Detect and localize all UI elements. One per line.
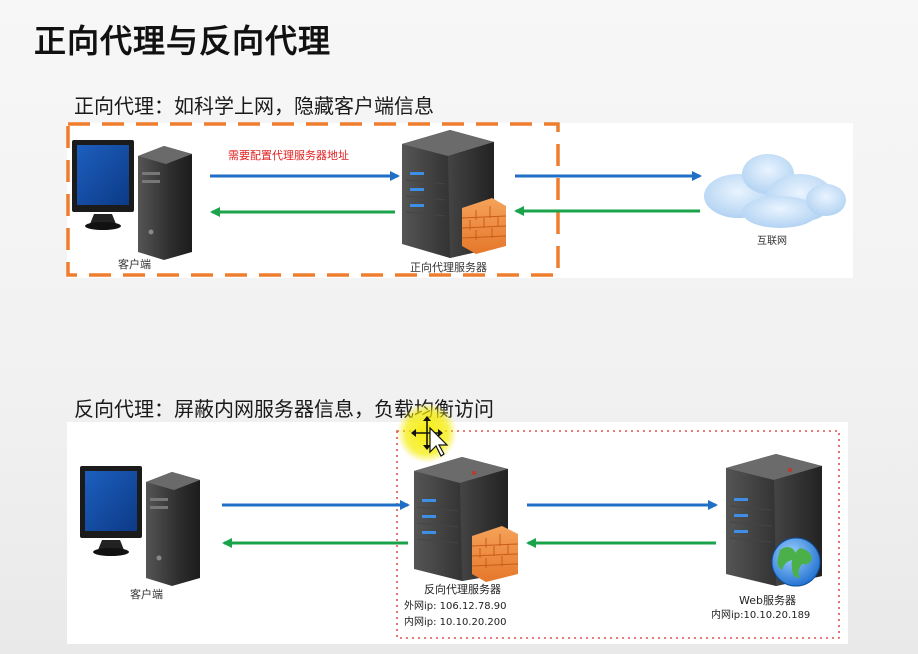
internet-cloud-icon — [704, 154, 846, 228]
reverse-firewall-icon — [471, 526, 519, 582]
reverse-proxy-internal-ip: 内网ip: 10.10.20.200 — [404, 615, 506, 628]
web-server-internal-ip: 内网ip:10.10.20.189 — [711, 608, 810, 621]
forward-proxy-boundary — [66, 122, 560, 277]
forward-proxy-label: 正向代理服务器 — [410, 260, 487, 274]
slide-title: 正向代理与反向代理 — [34, 22, 332, 60]
web-server-label: Web服务器 — [739, 594, 796, 607]
reverse-proxy-boundary — [396, 430, 840, 639]
internet-label: 互联网 — [757, 235, 787, 247]
forward-firewall-icon — [461, 198, 507, 254]
move-cursor-icon — [397, 403, 457, 463]
globe-icon — [771, 537, 821, 587]
reverse-proxy-external-ip: 外网ip: 106.12.78.90 — [404, 600, 506, 612]
forward-config-note: 需要配置代理服务器地址 — [228, 148, 349, 162]
reverse-proxy-label: 反向代理服务器 — [424, 582, 501, 596]
reverse-client-computer-icon — [80, 466, 200, 586]
forward-client-label: 客户端 — [118, 257, 151, 271]
reverse-client-label: 客户端 — [130, 587, 163, 601]
client-computer-icon — [72, 140, 192, 260]
forward-proxy-heading: 正向代理：如科学上网，隐藏客户端信息 — [74, 94, 434, 118]
